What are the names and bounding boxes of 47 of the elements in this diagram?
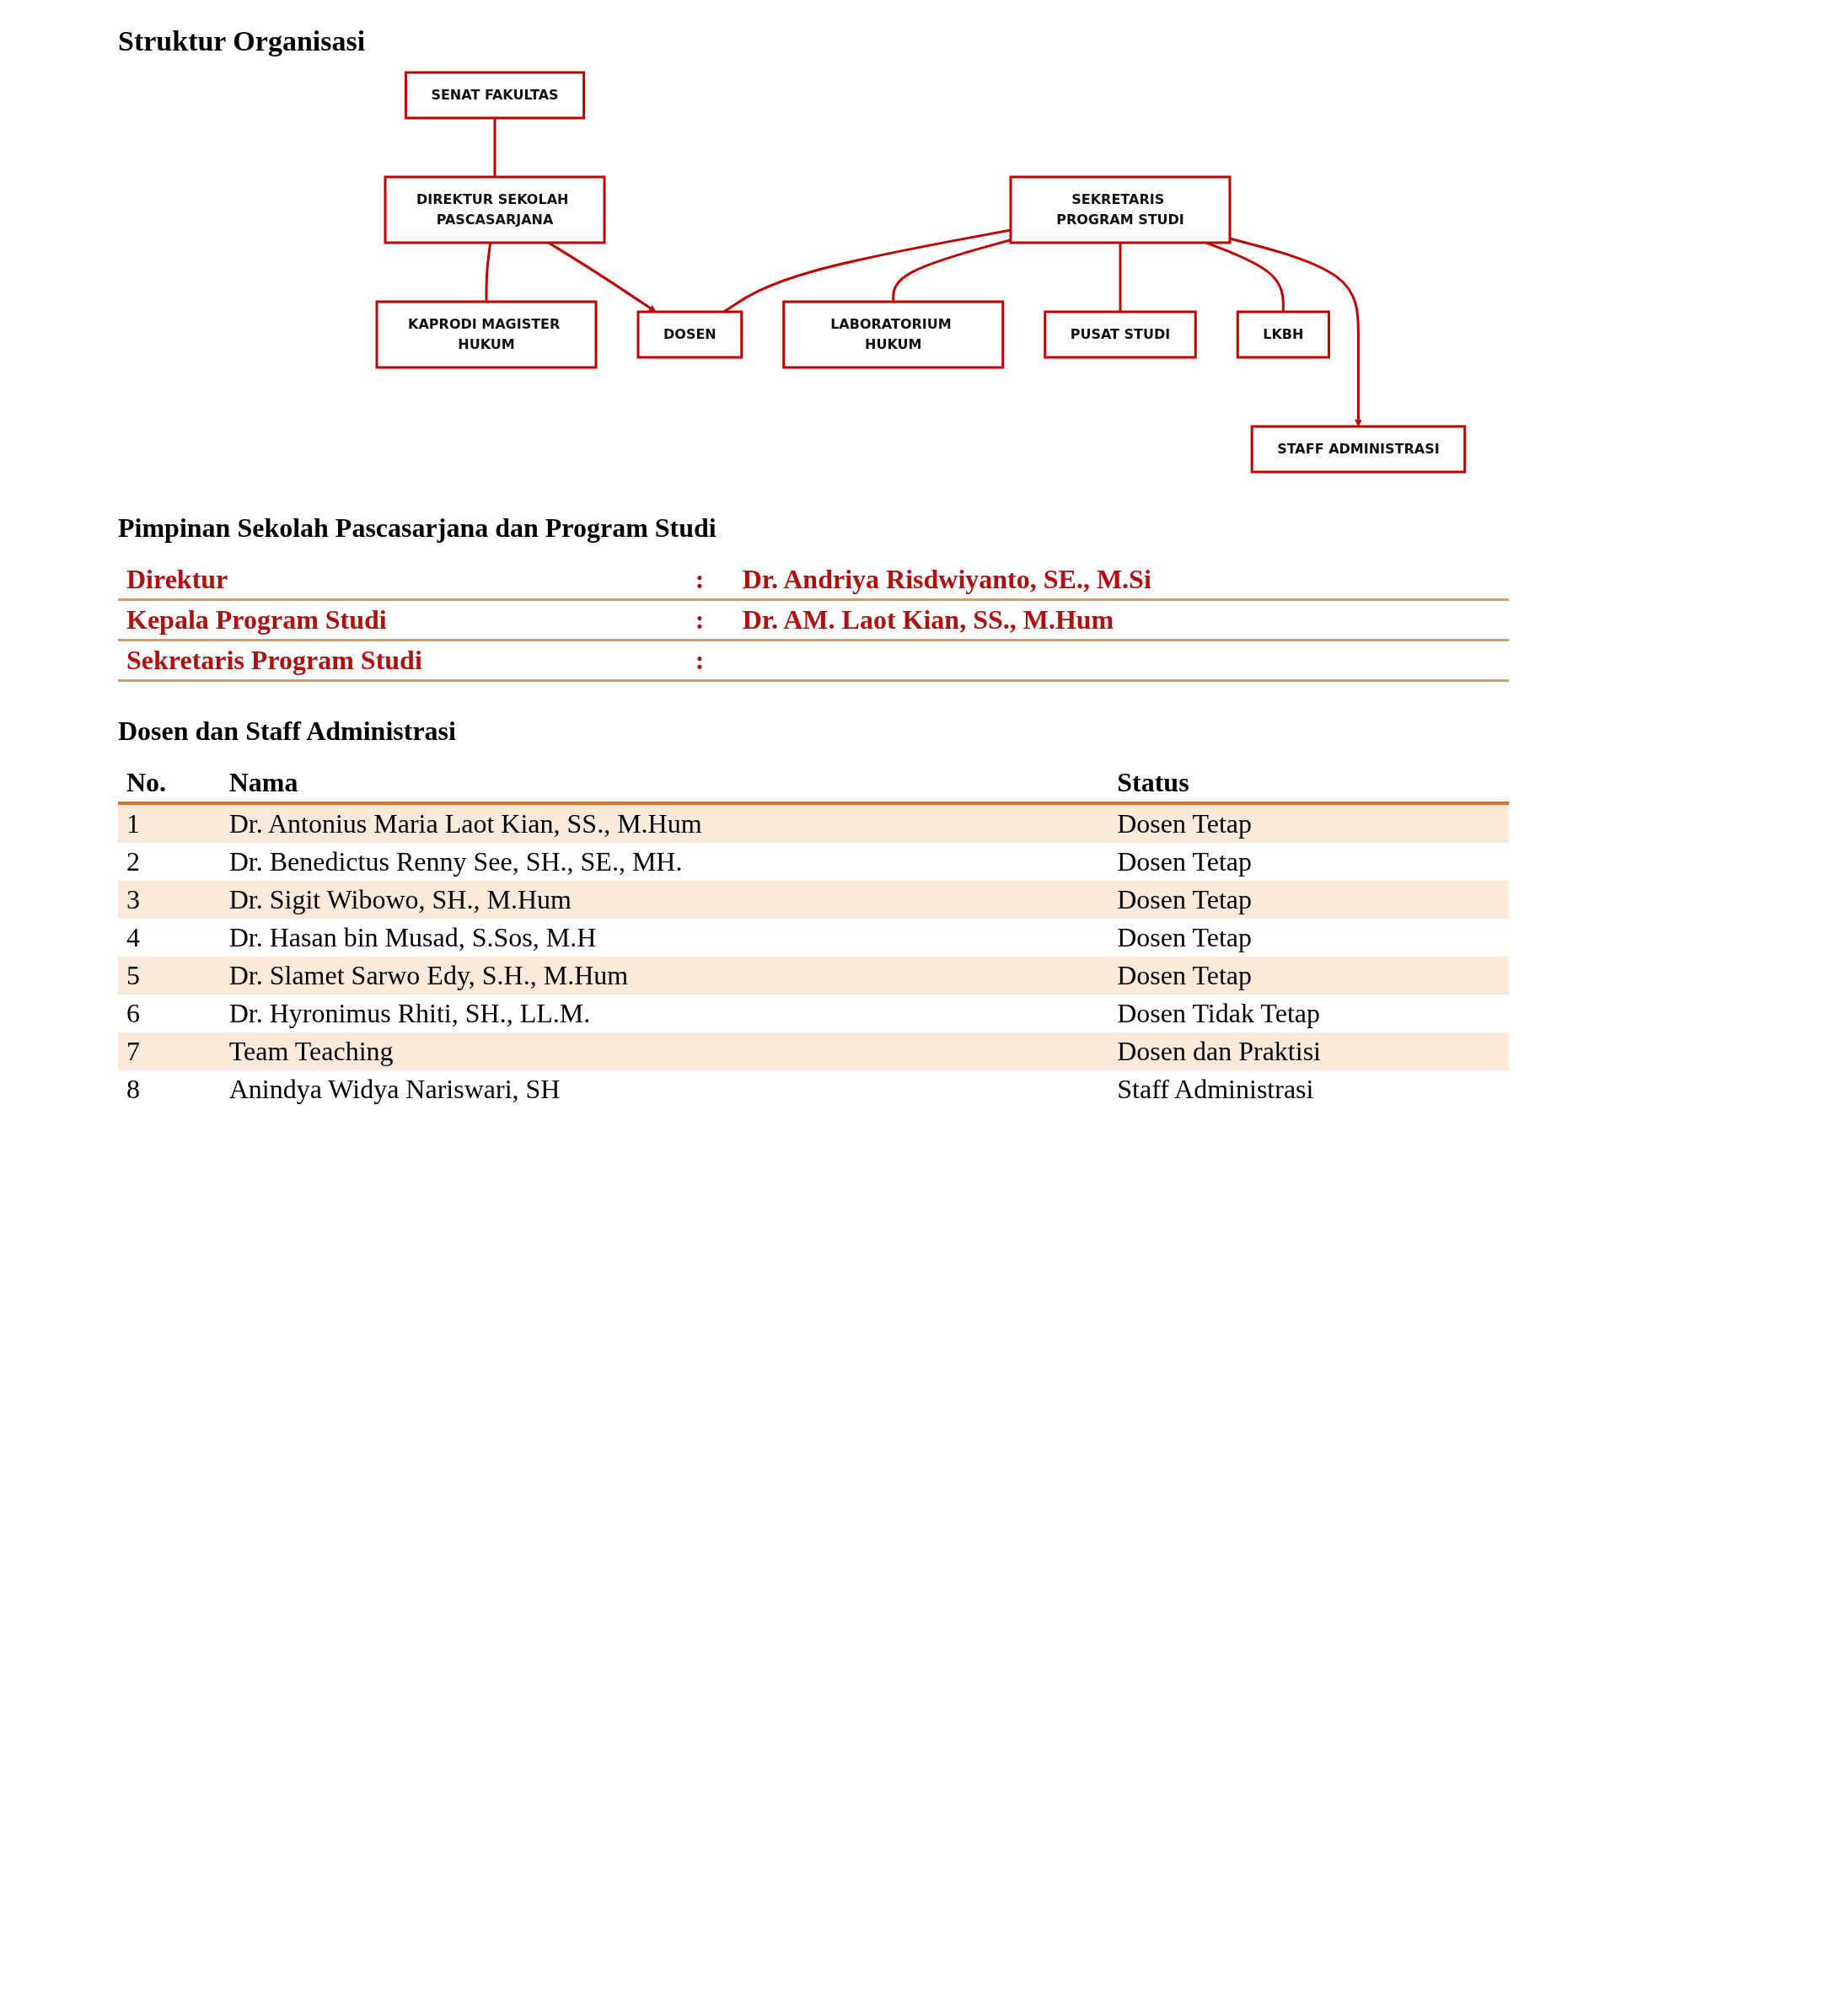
number-cell: 1	[118, 803, 221, 843]
node-box: DOSEN	[636, 310, 743, 359]
node-box: SEKRETARIS PROGRAM STUDI	[1009, 175, 1232, 244]
colon-cell: :	[686, 640, 734, 681]
node-box: LABORATORIUM HUKUM	[781, 300, 1004, 369]
status-cell: Dosen dan Praktisi	[1108, 1032, 1509, 1070]
node-box: SENAT FAKULTAS	[404, 71, 585, 120]
number-cell: 5	[118, 957, 221, 995]
status-cell: Dosen Tetap	[1108, 803, 1509, 843]
connector	[1119, 243, 1122, 312]
status-cell: Dosen Tidak Tetap	[1108, 995, 1509, 1032]
status-cell: Dosen Tetap	[1108, 843, 1509, 881]
connector	[485, 242, 491, 302]
connector	[493, 118, 496, 177]
title: Struktur Organisasi	[118, 25, 367, 57]
status-cell: Dosen Tetap	[1108, 881, 1509, 919]
number-cell: 2	[118, 843, 221, 881]
name-cell: Dr. Andriya Risdwiyanto, SE., M.Si	[733, 560, 1509, 600]
number-cell: 3	[118, 881, 221, 919]
status-cell: Staff Administrasi	[1108, 1070, 1509, 1108]
number-cell: 4	[118, 919, 221, 957]
node-box: LKBH	[1236, 310, 1330, 359]
role-cell: Kepala Program Studi	[118, 599, 687, 641]
section-heading: Dosen dan Staff Administrasi	[118, 716, 457, 747]
number-cell: 6	[118, 995, 221, 1032]
name-cell: Dr. Sigit Wibowo, SH., M.Hum	[220, 881, 1109, 919]
number-cell: 7	[118, 1032, 221, 1070]
node-box: DIREKTUR SEKOLAH PASCASARJANA	[384, 175, 606, 244]
name-cell: Dr. Benedictus Renny See, SH., SE., MH.	[220, 843, 1109, 881]
status-cell: Dosen Tetap	[1108, 957, 1509, 995]
status-cell: Dosen Tetap	[1108, 919, 1509, 957]
role-cell: Sekretaris Program Studi	[118, 640, 687, 681]
name-cell: Team Teaching	[220, 1032, 1109, 1070]
node-box: KAPRODI MAGISTER HUKUM	[375, 300, 598, 369]
section-heading: Pimpinan Sekolah Pascasarjana dan Program Studi	[118, 512, 717, 544]
colon-cell: :	[686, 599, 734, 641]
node-box: PUSAT STUDI	[1043, 310, 1197, 359]
colon-cell: :	[686, 560, 734, 600]
node-box: STAFF ADMINISTRASI	[1250, 425, 1466, 474]
name-cell: Dr. Antonius Maria Laot Kian, SS., M.Hum	[220, 803, 1109, 843]
name-cell: Dr. AM. Laot Kian, SS., M.Hum	[733, 599, 1509, 641]
name-cell: Dr. Hyronimus Rhiti, SH., LL.M.	[220, 995, 1109, 1032]
number-cell: 8	[118, 1070, 221, 1108]
name-cell: Dr. Hasan bin Musad, S.Sos, M.H	[220, 919, 1109, 957]
name-cell: Anindya Widya Nariswari, SH	[220, 1070, 1109, 1108]
name-cell: Dr. Slamet Sarwo Edy, S.H., M.Hum	[220, 957, 1109, 995]
role-cell: Direktur	[118, 560, 687, 600]
